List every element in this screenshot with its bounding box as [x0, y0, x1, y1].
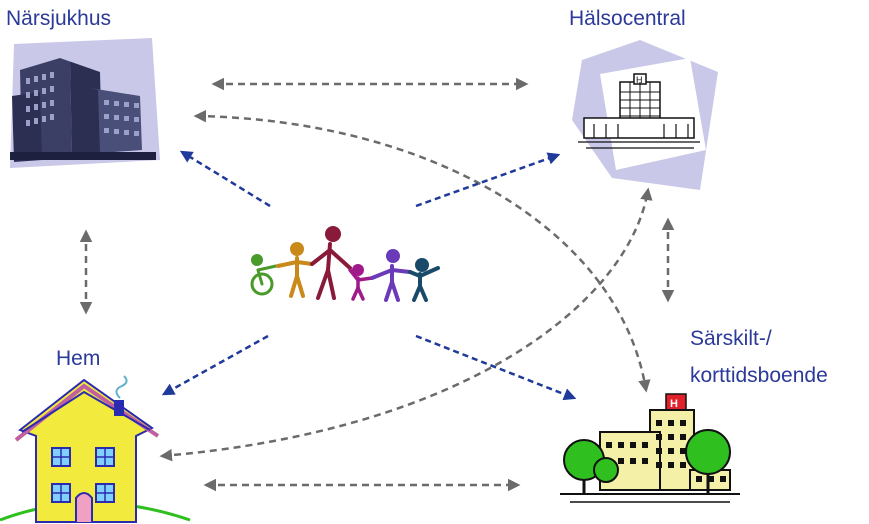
svg-text:H: H [670, 398, 678, 410]
label-hospital: Närsjukhus [6, 7, 112, 30]
family-people-icon [250, 226, 440, 302]
arrow-hospital-to-housing [193, 109, 651, 393]
home-house-icon [0, 375, 191, 523]
arrow-home-to-healthcenter [159, 187, 653, 462]
arrow-family-to-hospital [179, 150, 271, 208]
label-special-housing-line2: korttidsboende [690, 364, 828, 387]
arrow-family-to-housing [415, 334, 577, 401]
svg-text:H: H [636, 75, 643, 85]
label-home: Hem [56, 347, 101, 370]
special-housing-icon: H [560, 393, 740, 503]
health-center-icon: H [572, 40, 718, 190]
arrow-family-to-healthcenter [415, 152, 561, 208]
hospital-building-icon [10, 38, 160, 168]
arrow-family-to-home [161, 334, 269, 396]
label-special-housing-line1: Särskilt-/ [690, 327, 772, 350]
label-health-center: Hälsocentral [569, 7, 686, 30]
